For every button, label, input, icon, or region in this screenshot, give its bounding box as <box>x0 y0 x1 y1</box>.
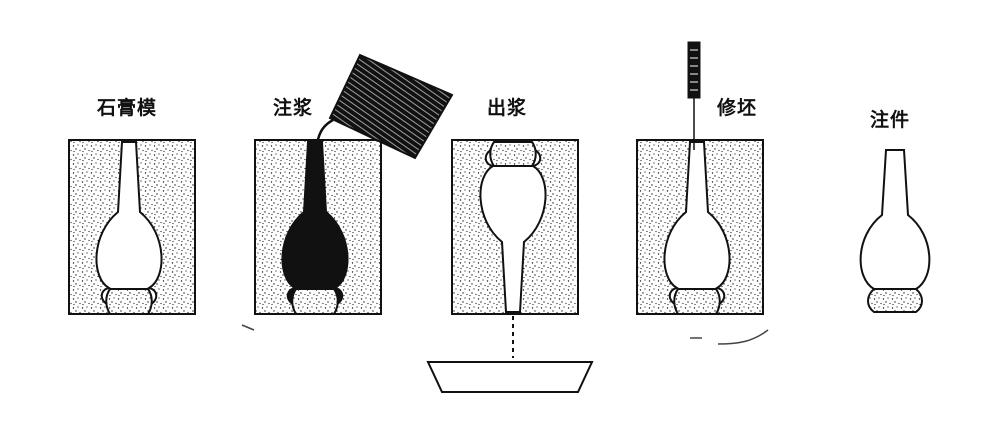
mold-foot-plug <box>105 288 153 315</box>
slip-tray-icon <box>426 361 594 393</box>
step-label-slip-draining: 出浆 <box>487 97 528 119</box>
plaster-mold-1 <box>68 139 196 315</box>
pouring-cup-icon <box>314 53 454 160</box>
print-specks <box>241 324 769 345</box>
step-label-slip-pouring: 注浆 <box>273 97 314 119</box>
trimming-tool-icon <box>687 41 701 150</box>
plaster-mold-4 <box>636 139 764 315</box>
step-label-cast-piece: 注件 <box>870 109 911 131</box>
cast-vase-icon <box>859 149 931 313</box>
plaster-mold-3 <box>451 139 579 315</box>
plaster-mold-2 <box>254 139 382 315</box>
step-label-trimming: 修坯 <box>717 97 758 119</box>
step-label-plaster-mold: 石膏模 <box>97 97 158 119</box>
